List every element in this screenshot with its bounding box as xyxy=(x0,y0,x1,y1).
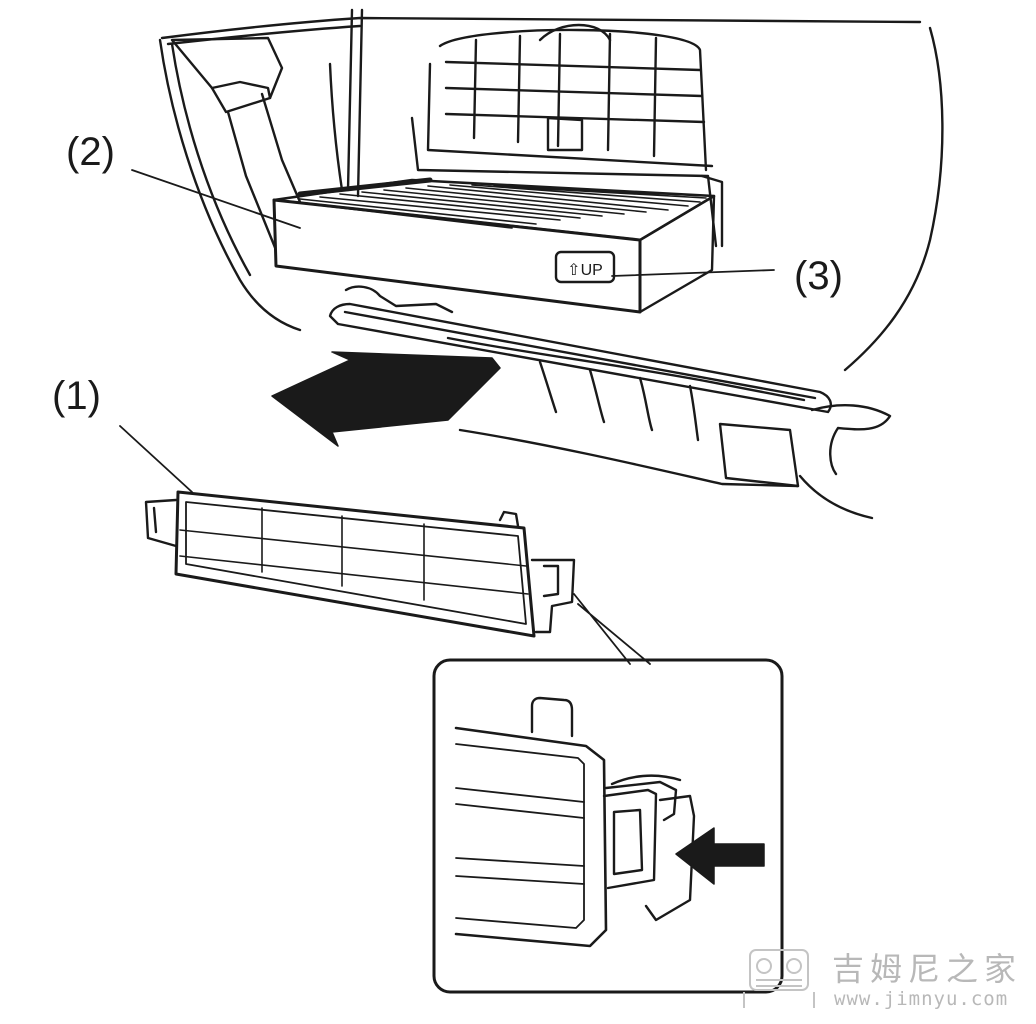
up-mark-text: ⇧UP xyxy=(567,262,603,279)
up-mark-badge xyxy=(554,250,616,284)
pull-direction-arrow xyxy=(271,351,501,447)
callout-label-2: (2) xyxy=(66,130,115,174)
press-direction-arrow xyxy=(675,827,765,885)
leader-line-1 xyxy=(119,425,193,493)
callout-label-1: (1) xyxy=(52,374,101,418)
jeep-logo-icon xyxy=(743,949,815,1008)
zoom-connector xyxy=(573,593,651,665)
leader-line-3 xyxy=(611,269,775,277)
detail-inset xyxy=(432,658,784,994)
callout-label-3: (3) xyxy=(794,254,843,298)
filter-cover xyxy=(144,490,576,638)
watermark-site-name: 吉姆尼之家 xyxy=(832,950,1023,988)
leader-line-2 xyxy=(131,169,301,229)
dashboard-housing xyxy=(158,8,944,520)
watermark-url: www.jimnyu.com xyxy=(834,988,1009,1010)
air-filter xyxy=(272,177,716,314)
